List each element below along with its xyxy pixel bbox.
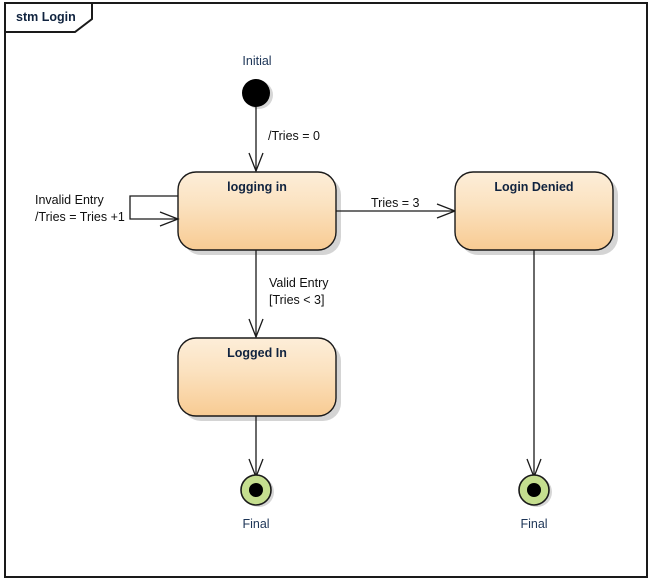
state-logged-in[interactable] [177, 337, 337, 417]
state-logging-in-label: logging in [227, 180, 287, 194]
arrowhead-logging-in-to-logged-in [248, 318, 264, 339]
state-logged-in-label: Logged In [227, 346, 287, 360]
arrowhead-initial-to-logging-in [248, 152, 264, 173]
initial-node[interactable] [242, 79, 270, 107]
transition-label-valid-entry-line2: [Tries < 3] [269, 293, 324, 307]
final-state-right-label: Final [520, 517, 547, 531]
transition-label-invalid-entry-line1: Invalid Entry [35, 193, 105, 207]
transition-label-invalid-entry-line2: /Tries = Tries +1 [35, 210, 125, 224]
frame-title-text: stm Login [16, 10, 76, 24]
transition-logging-in-self[interactable] [129, 195, 178, 220]
final-state-left-label: Final [242, 517, 269, 531]
state-login-denied-label: Login Denied [494, 180, 573, 194]
frame-title-tab [4, 2, 93, 33]
initial-node-label: Initial [242, 54, 271, 68]
transition-label-valid-entry-line1: Valid Entry [269, 276, 329, 290]
final-state-left-inner-dot [249, 483, 263, 497]
final-state-right-inner-dot [527, 483, 541, 497]
arrowhead-logging-in-self [159, 211, 180, 227]
transition-label-tries-three: Tries = 3 [371, 196, 420, 210]
transition-label-tries-zero: /Tries = 0 [268, 129, 320, 143]
